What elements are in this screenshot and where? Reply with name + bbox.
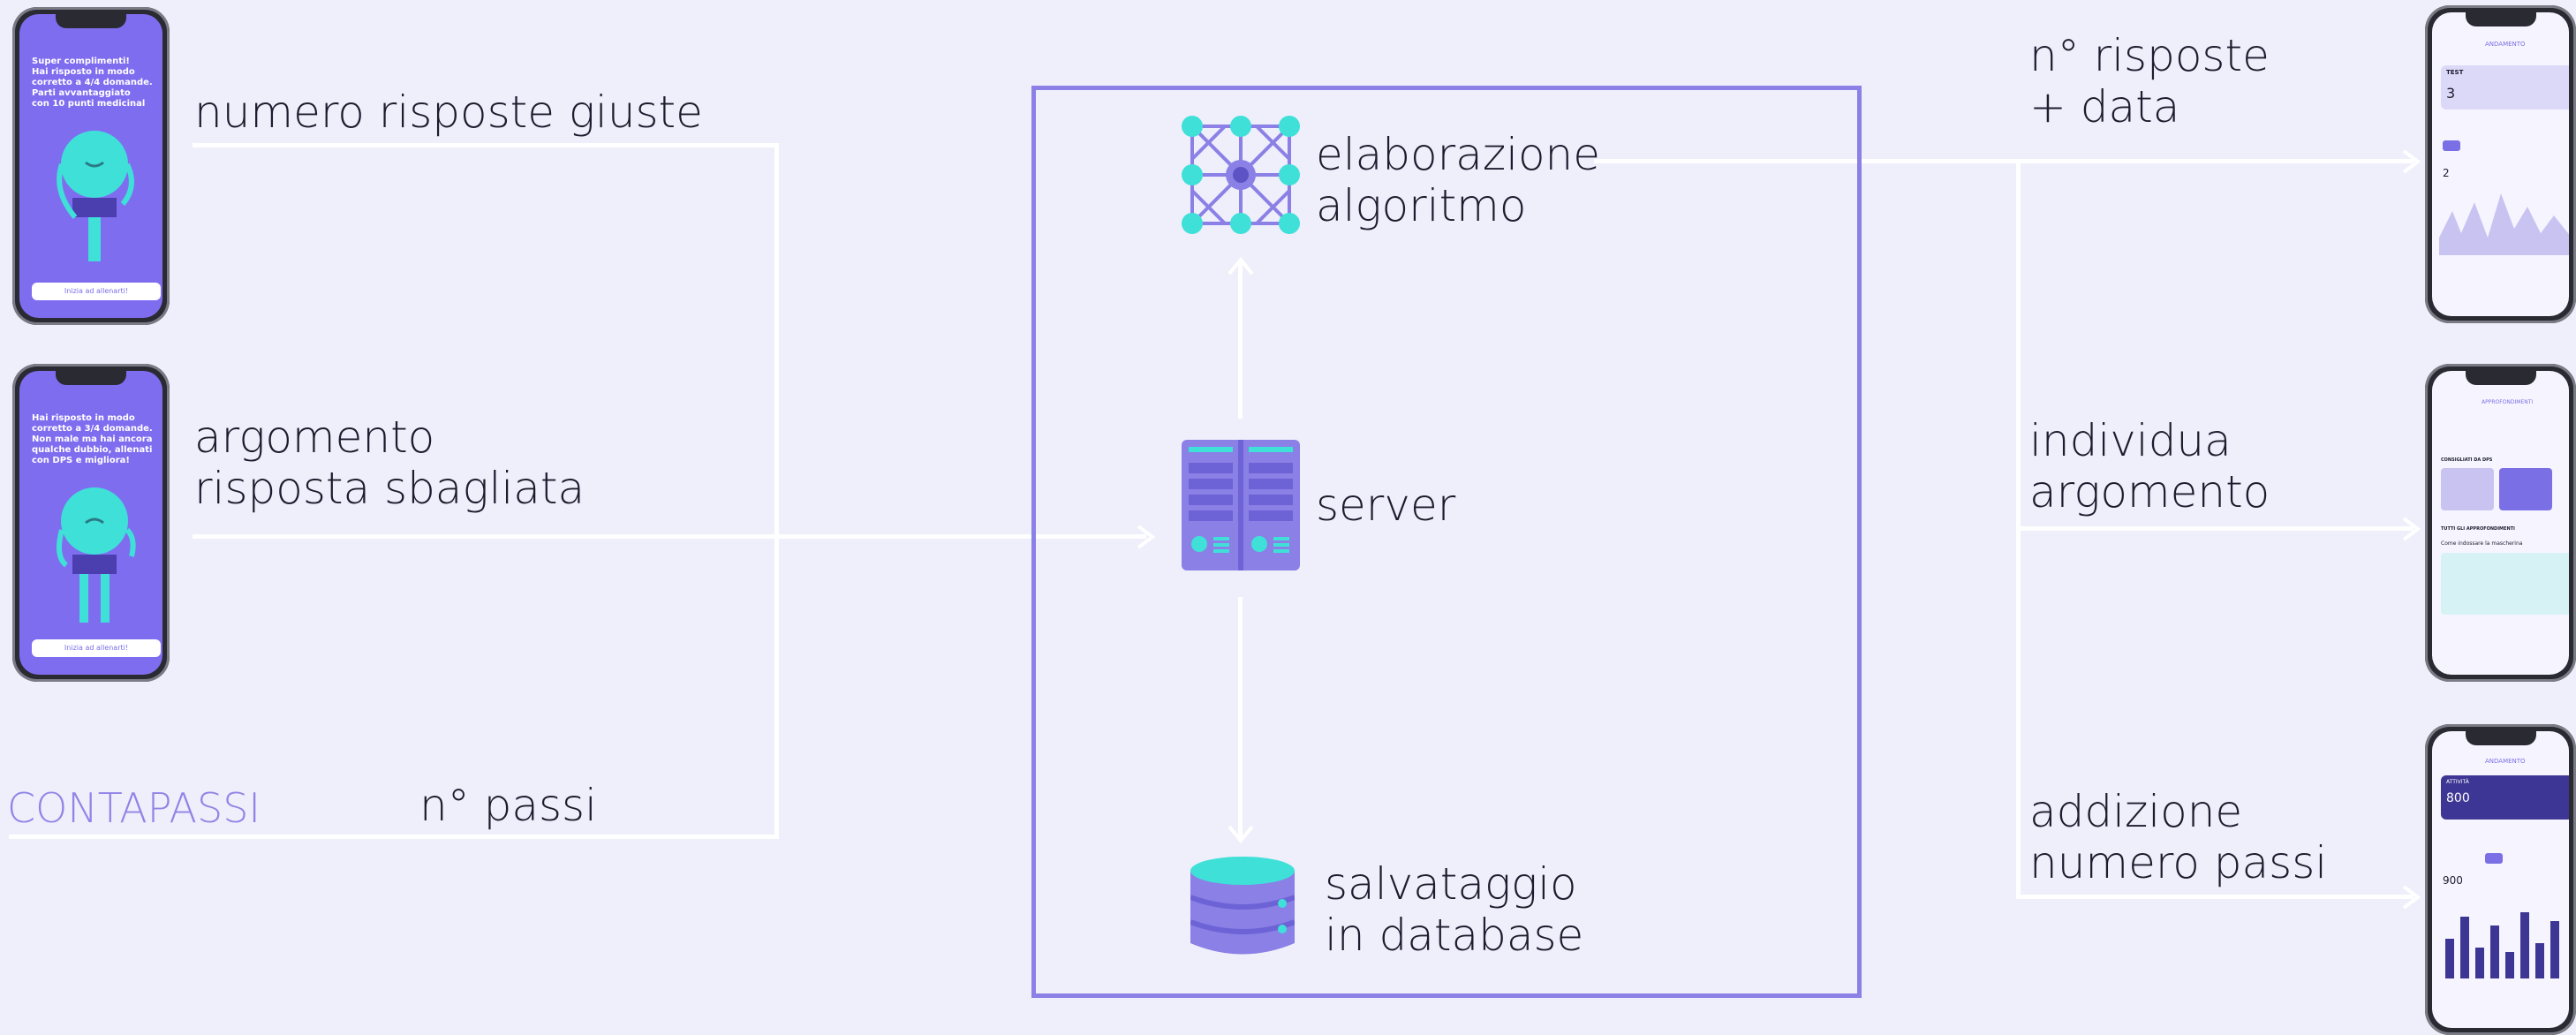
label-find-topic: individua argomento [2029,415,2270,518]
label-step-counter: CONTAPASSI [7,784,261,832]
phone-header: ANDAMENTO [2485,758,2526,765]
label-algorithm: elaborazione algoritmo [1316,129,1600,231]
phone-header: APPROFONDIMENTI [2482,399,2534,405]
card-title: TEST [2446,69,2464,76]
section-title: TUTTI GLI APPROFONDIMENTI [2441,526,2515,532]
arrow-to-database [1228,825,1254,844]
arrow-to-algorithm [1228,256,1254,276]
server-icon [1182,440,1300,570]
area-graph-icon [2439,193,2569,255]
phone-insights: APPROFONDIMENTI CONSIGLIATI DA DPS TUTTI… [2425,364,2576,682]
network-icon [1182,116,1300,234]
bulb-mascot-icon [56,487,136,623]
wire-server-to-algorithm [1238,261,1243,419]
label-wrong-topic: argomento risposta sbagliata [194,412,585,514]
card-title: ATTIVITÀ [2446,779,2469,785]
section-title: CONSIGLIATI DA DPS [2441,457,2493,463]
label-add-steps: addizione numero passi [2029,786,2328,888]
phone-progress-test: ANDAMENTO TEST 3 2 [2425,5,2576,323]
label-steps: n° passi [419,780,597,831]
wire-algorithm-out [1594,159,2414,163]
bulb-mascot-icon [57,131,134,261]
arrow-right-mid [2402,517,2421,541]
phone-wrong: Hai risposto in modo corretto a 3/4 doma… [12,364,170,682]
arrow-right-bottom [2402,885,2421,910]
wire-steps [9,835,779,839]
label-answers-date: n° risposte + data [2029,30,2270,132]
phone-correct-message: Super complimenti! Hai risposto in modo … [32,57,153,109]
wire-server-to-database [1238,597,1243,840]
label-database: salvataggio in database [1325,858,1584,961]
article-title: Come indossare la mascherina [2441,540,2523,547]
wire-correct-answers [193,143,779,147]
arrow-to-server [1137,525,1156,549]
phone-progress-activity: ANDAMENTO ATTIVITÀ 800 900 [2425,724,2576,1035]
wire-wrong-topic [193,534,1146,539]
label-server: server [1316,480,1456,531]
big-value: 800 [2446,791,2470,805]
phone-correct-button[interactable]: Inizia ad allenarti! [32,283,161,300]
arrow-right-top [2402,149,2421,174]
backend-box [1031,86,1862,998]
sub-value: 2 [2443,167,2450,179]
phone-correct: Super complimenti! Hai risposto in modo … [12,7,170,325]
sub-value: 900 [2443,874,2463,887]
phone-header: ANDAMENTO [2485,41,2526,48]
wire-right-mid [2016,526,2414,531]
phone-wrong-message: Hai risposto in modo corretto a 3/4 doma… [32,413,153,465]
label-correct-answers: numero risposte giuste [194,87,703,138]
phone-wrong-button[interactable]: Inizia ad allenarti! [32,639,161,657]
big-value: 3 [2446,85,2456,102]
wire-right-bottom [2016,895,2414,899]
bar-graph-icon [2445,912,2559,978]
database-icon [1190,857,1295,955]
wire-left-vertical [774,143,779,839]
